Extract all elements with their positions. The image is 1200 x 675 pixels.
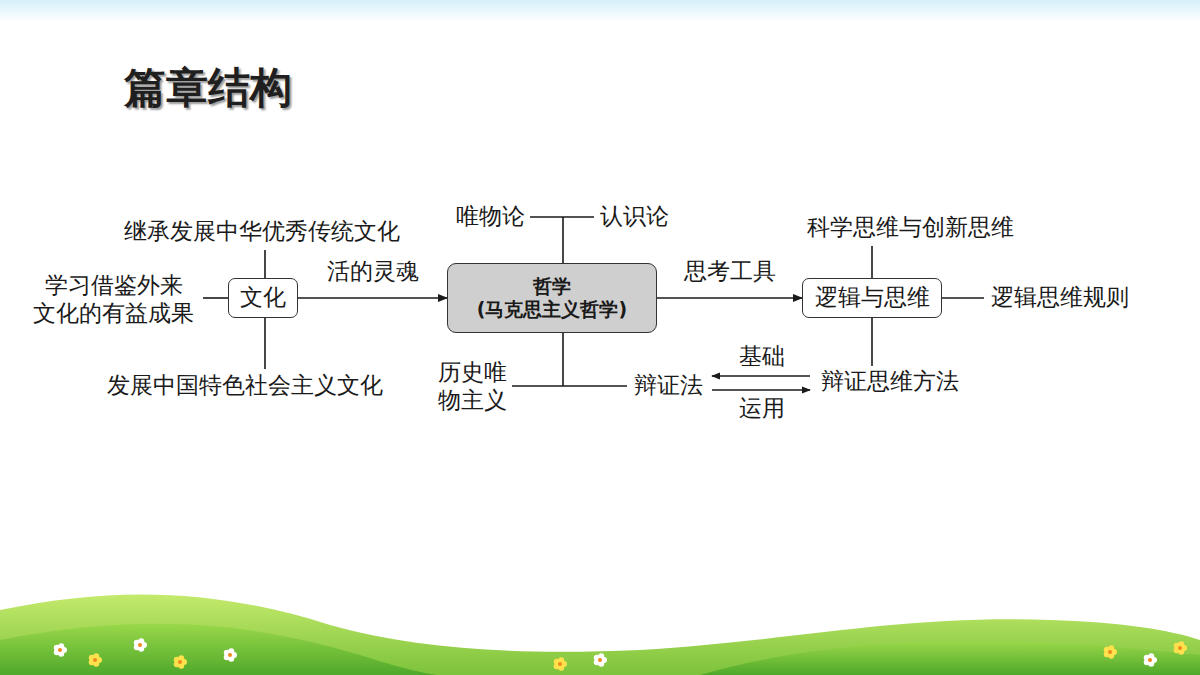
flower-center: [228, 653, 232, 657]
topic-label: 认识论: [600, 203, 669, 231]
top-band: [0, 0, 1200, 22]
front-hill: [0, 624, 440, 675]
topic-label: 辩证法: [634, 372, 703, 400]
flower-center: [1108, 650, 1112, 654]
topic-label: 科学思维与创新思维: [807, 214, 1014, 242]
back-hill: [0, 594, 1200, 675]
box-heading: 哲学: [533, 275, 571, 298]
front-hill: [700, 641, 1200, 675]
connector-label: 活的灵魂: [325, 258, 421, 286]
relation-label: 基础: [739, 343, 785, 371]
topic-label: 历史唯 物主义: [435, 359, 509, 414]
leader-line: [562, 217, 564, 263]
relation-arrow: [712, 375, 810, 377]
relation-label: 运用: [739, 395, 785, 423]
connector-arrow: [657, 297, 802, 299]
connector-label: 思考工具: [682, 258, 778, 286]
leader-line: [264, 250, 266, 280]
box-heading: 文化: [240, 284, 286, 312]
box-subtitle: (马克思主义哲学): [477, 298, 627, 321]
topic-label: 辩证思维方法: [821, 368, 959, 396]
flower-center: [138, 643, 142, 647]
topic-label: 发展中国特色社会主义文化: [107, 372, 383, 400]
topic-label: 学习借鉴外来 文化的有益成果: [32, 272, 195, 327]
topic-label: 唯物论: [456, 203, 525, 231]
central-box: 哲学(马克思主义哲学): [447, 263, 657, 333]
leader-line: [871, 316, 873, 366]
leader-line: [562, 333, 564, 386]
leader-line: [942, 297, 984, 299]
flower-center: [93, 658, 97, 662]
topic-box: 文化: [228, 278, 298, 318]
box-heading: 逻辑与思维: [815, 284, 930, 312]
flowers: [54, 638, 1187, 671]
flower-center: [598, 658, 602, 662]
connector-arrow: [298, 297, 447, 299]
leader-line: [871, 246, 873, 280]
topic-label: 继承发展中华优秀传统文化: [124, 218, 400, 246]
page-title: 篇章结构: [124, 60, 292, 116]
flower-center: [1148, 658, 1152, 662]
flower-center: [58, 648, 62, 652]
leader-line: [264, 316, 266, 369]
topic-label: 逻辑思维规则: [991, 284, 1129, 312]
flower-center: [558, 662, 562, 666]
leader-line: [530, 216, 594, 218]
flower-center: [178, 660, 182, 664]
relation-arrow: [712, 389, 810, 391]
leader-line: [512, 385, 627, 387]
topic-box: 逻辑与思维: [802, 278, 942, 318]
leader-line: [203, 297, 228, 299]
flower-center: [1178, 646, 1182, 650]
